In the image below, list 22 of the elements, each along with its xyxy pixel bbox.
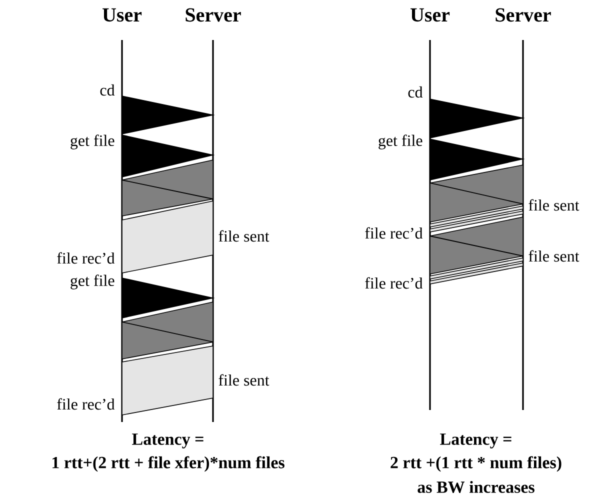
latency-caption: 1 rtt+(2 rtt + file xfer)*num files xyxy=(52,456,284,472)
latency-caption: 2 rtt +(1 rtt * num files) xyxy=(390,456,562,472)
event-label: cd xyxy=(408,86,423,98)
column-heading: User xyxy=(102,8,142,22)
event-label: file sent xyxy=(528,199,580,211)
event-label: get file xyxy=(70,274,114,290)
event-label: cd xyxy=(100,84,115,96)
event-label: file rec’d xyxy=(57,398,115,410)
event-label: file sent xyxy=(528,250,580,262)
event-label: file rec’d xyxy=(365,227,423,239)
latency-caption: as BW increases xyxy=(418,480,534,493)
column-heading: User xyxy=(410,8,450,22)
latency-caption: Latency = xyxy=(132,434,204,448)
column-heading: Server xyxy=(186,8,241,22)
event-label: file sent xyxy=(218,374,270,386)
event-label: get file xyxy=(378,134,422,150)
column-heading: Server xyxy=(496,8,551,22)
event-label: get file xyxy=(70,134,114,150)
event-label: file sent xyxy=(218,230,270,242)
event-label: file rec’d xyxy=(57,252,115,264)
latency-caption: Latency = xyxy=(440,434,512,448)
event-label: file rec’d xyxy=(365,277,423,289)
